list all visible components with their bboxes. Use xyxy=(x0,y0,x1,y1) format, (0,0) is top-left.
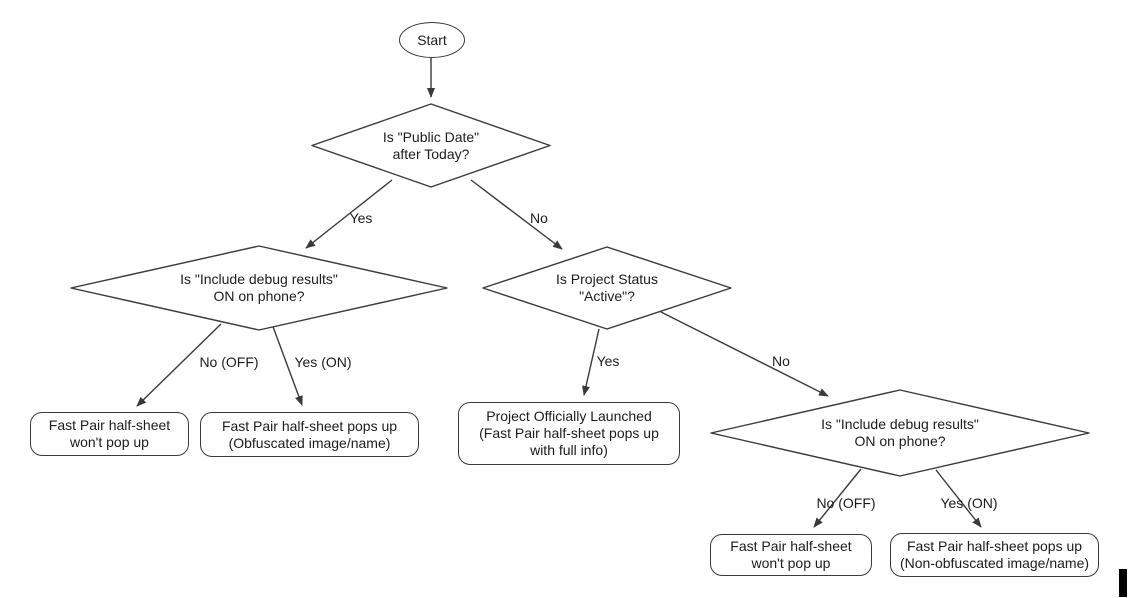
diamond-shape xyxy=(710,389,1090,477)
label-line: Is "Include debug results" xyxy=(180,271,338,287)
edge-label-debug-right-no: No (OFF) xyxy=(816,495,876,511)
diamond-shape xyxy=(70,245,448,331)
diamond-shape xyxy=(311,103,551,188)
result-launched: Project Officially Launched (Fast Pair h… xyxy=(458,402,680,465)
edge-debug-right-yes xyxy=(935,469,982,528)
decision-debug-left: Is "Include debug results" ON on phone? xyxy=(70,245,448,331)
label-line: Fast Pair half-sheet pops up xyxy=(906,538,1083,554)
start-node-label: Start xyxy=(417,31,447,48)
result-no-popup-right: Fast Pair half-sheet won't pop up xyxy=(710,534,872,576)
result-obfuscated: Fast Pair half-sheet pops up (Obfuscated… xyxy=(200,412,419,457)
edge-label-public-date-no: No xyxy=(530,210,548,226)
decision-debug-right-label: Is "Include debug results" ON on phone? xyxy=(821,416,979,450)
result-no-popup-left: Fast Pair half-sheet won't pop up xyxy=(30,412,189,456)
edge-debug-left-yes xyxy=(271,323,303,406)
label-line: Fast Pair half-sheet xyxy=(730,538,852,554)
decision-project-status-label: Is Project Status "Active"? xyxy=(556,271,658,305)
edge-project-status-no xyxy=(660,311,829,397)
label-line: with full info) xyxy=(530,442,608,458)
result-no-popup-left-label: Fast Pair half-sheet won't pop up xyxy=(49,417,170,451)
label-line: Is "Public Date" xyxy=(382,128,480,145)
label-line: (Fast Pair half-sheet pops up xyxy=(479,425,659,441)
edge-debug-right-no xyxy=(813,468,862,528)
result-non-obfuscated: Fast Pair half-sheet pops up (Non-obfusc… xyxy=(890,533,1099,577)
decision-public-date-label: Is "Public Date" after Today? xyxy=(383,129,479,163)
decision-project-status: Is Project Status "Active"? xyxy=(482,246,732,330)
edge-label-debug-right-yes: Yes (ON) xyxy=(940,495,998,511)
edge-label-debug-left-yes: Yes (ON) xyxy=(294,354,352,370)
label-line: Is Project Status xyxy=(556,271,658,287)
edge-project-status-yes xyxy=(582,328,600,396)
edge-label-project-status-yes: Yes xyxy=(596,353,620,369)
decision-debug-left-label: Is "Include debug results" ON on phone? xyxy=(180,271,338,305)
edge-label-project-status-no: No xyxy=(772,353,790,369)
label-line: won't pop up xyxy=(751,555,831,571)
label-line: after Today? xyxy=(392,145,470,162)
result-non-obfuscated-label: Fast Pair half-sheet pops up (Non-obfusc… xyxy=(900,538,1089,572)
text-cursor xyxy=(1119,569,1127,597)
edge-public-date-no xyxy=(470,179,563,250)
label-line: Project Officially Launched xyxy=(486,408,652,424)
label-line: Is "Include debug results" xyxy=(821,416,979,432)
result-launched-label: Project Officially Launched (Fast Pair h… xyxy=(479,408,659,459)
result-obfuscated-label: Fast Pair half-sheet pops up (Obfuscated… xyxy=(222,418,397,452)
edge-public-date-yes xyxy=(305,179,393,249)
label-line: Fast Pair half-sheet xyxy=(48,417,171,433)
edge-label-public-date-yes: Yes xyxy=(349,210,373,226)
label-line: ON on phone? xyxy=(213,288,305,304)
start-node: Start xyxy=(399,22,465,58)
label-line: (Non-obfuscated image/name) xyxy=(899,555,1090,571)
label-line: won't pop up xyxy=(70,434,149,450)
edge-label-debug-left-no: No (OFF) xyxy=(199,354,259,370)
decision-public-date: Is "Public Date" after Today? xyxy=(311,103,551,188)
label-line: ON on phone? xyxy=(854,433,946,449)
label-line: Fast Pair half-sheet pops up xyxy=(221,417,398,434)
label-line: (Obfuscated image/name) xyxy=(228,434,391,451)
diamond-shape xyxy=(482,246,732,330)
result-no-popup-right-label: Fast Pair half-sheet won't pop up xyxy=(730,538,851,572)
label-line: "Active"? xyxy=(579,288,635,304)
decision-debug-right: Is "Include debug results" ON on phone? xyxy=(710,389,1090,477)
edge-debug-left-no xyxy=(136,323,222,407)
